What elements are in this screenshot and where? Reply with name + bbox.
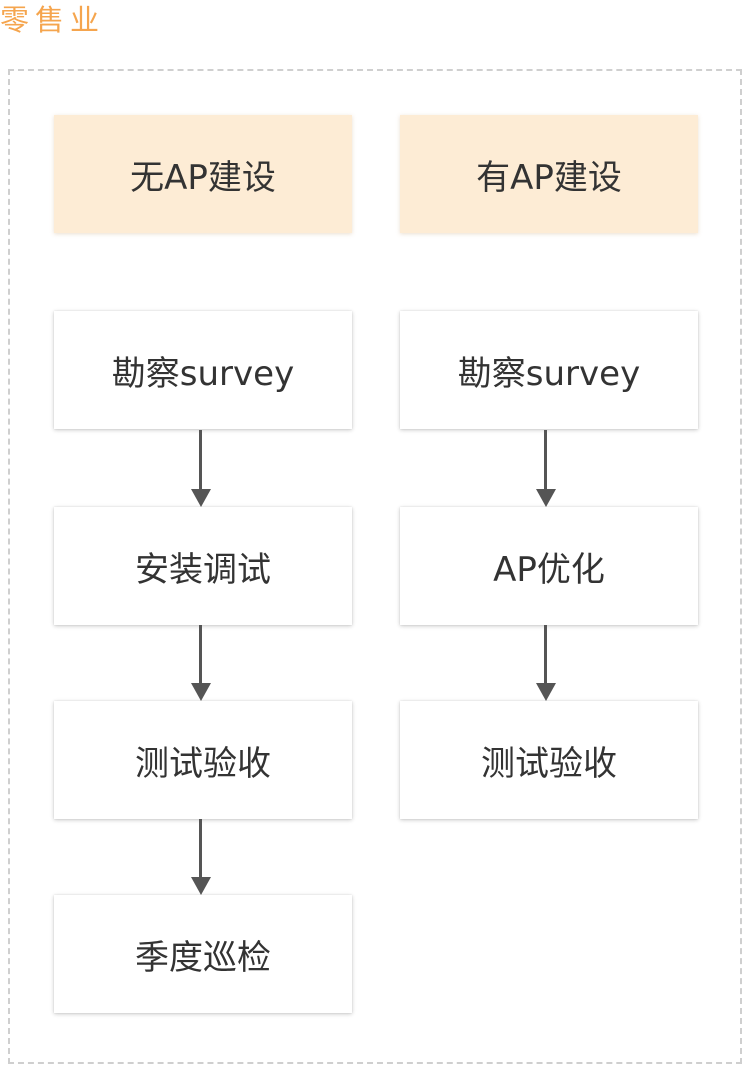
- left-step-survey: 勘察survey: [54, 311, 352, 429]
- left-arrow-2: [191, 625, 211, 701]
- left-step-inspection: 季度巡检: [54, 895, 352, 1013]
- left-step-install: 安装调试: [54, 507, 352, 625]
- right-step-acceptance: 测试验收: [400, 701, 698, 819]
- left-column-header: 无AP建设: [54, 115, 352, 233]
- right-arrow-1: [536, 430, 556, 507]
- right-arrow-2: [536, 625, 556, 701]
- right-step-survey: 勘察survey: [400, 311, 698, 429]
- left-step-acceptance: 测试验收: [54, 701, 352, 819]
- diagram-title: 零售业: [0, 3, 106, 37]
- right-step-ap-optimization: AP优化: [400, 507, 698, 625]
- right-column-header: 有AP建设: [400, 115, 698, 233]
- left-arrow-3: [191, 819, 211, 895]
- left-arrow-1: [191, 430, 211, 507]
- dashed-frame: [8, 69, 742, 1064]
